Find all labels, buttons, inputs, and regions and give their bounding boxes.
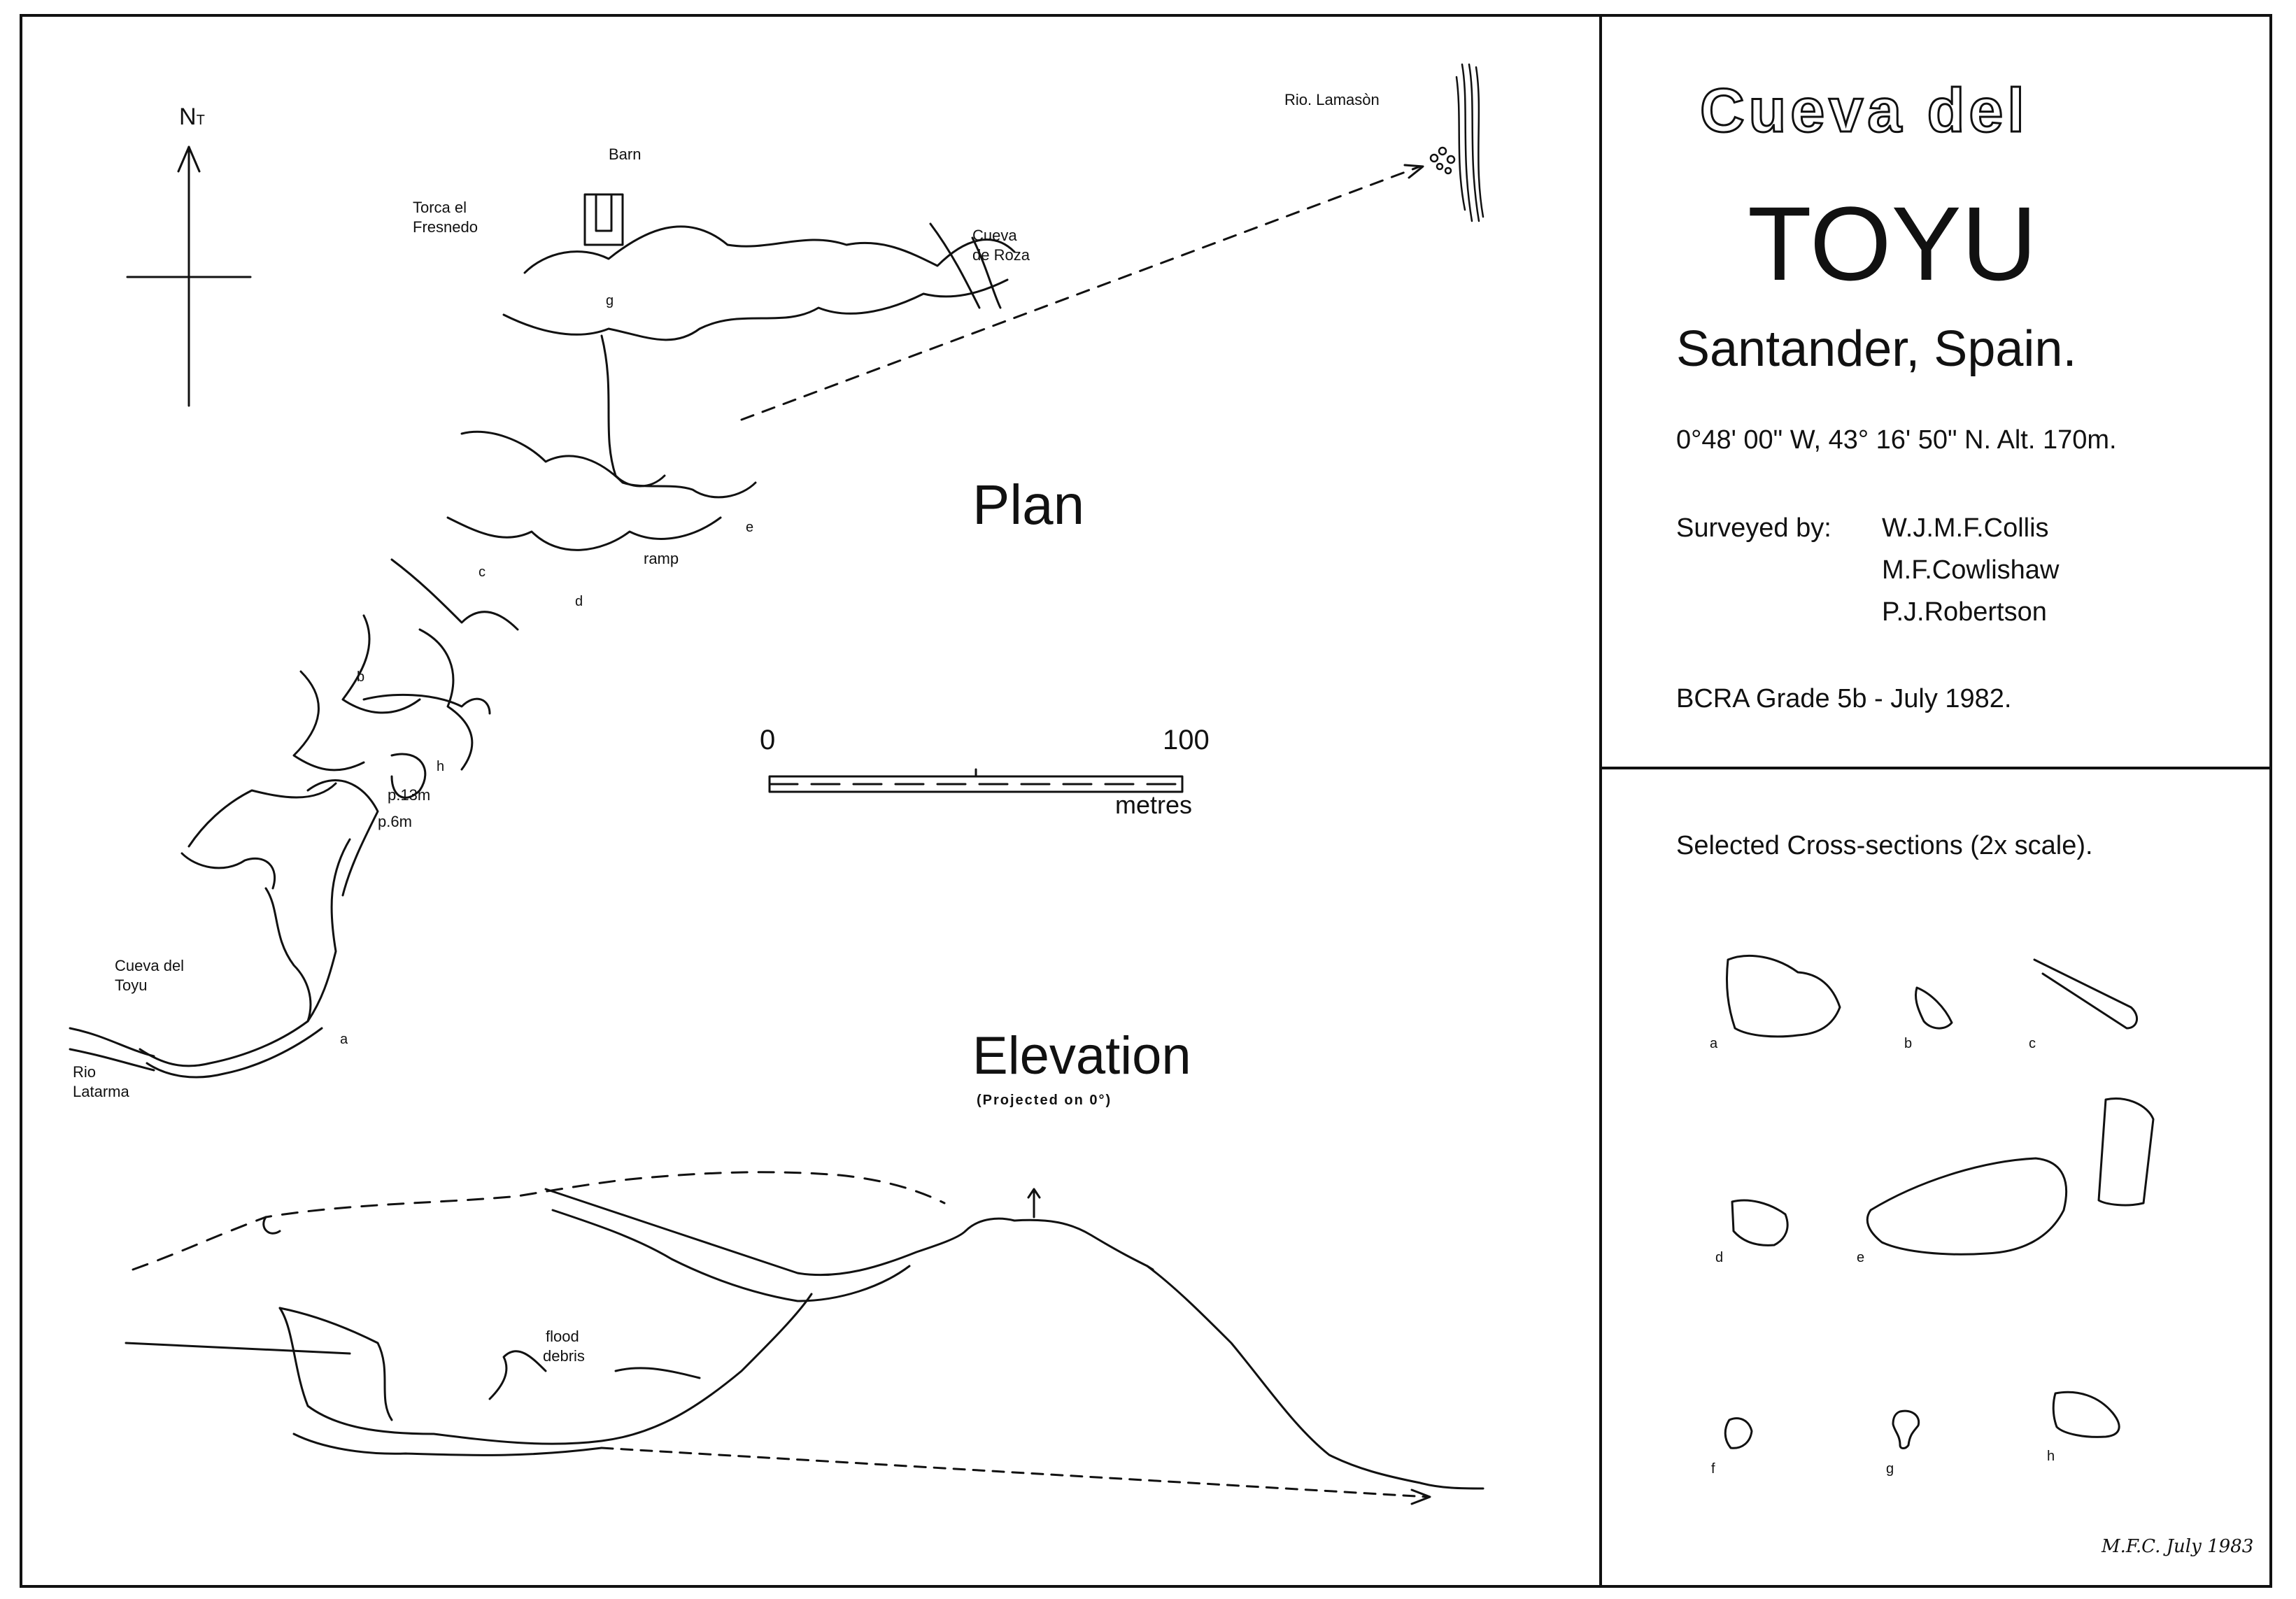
- cross-section-h: [2052, 1391, 2120, 1438]
- cross-section-e: [1866, 1157, 2068, 1256]
- elevation-title: Elevation: [972, 1026, 1191, 1086]
- scale-bar-start: 0: [760, 725, 776, 755]
- section-mark-e: e: [746, 520, 754, 535]
- section-mark-d: d: [575, 594, 583, 609]
- elevation-dashed-connection: [600, 1447, 1429, 1498]
- cross-section-label-a: a: [1710, 1036, 1718, 1051]
- label-rio-lamason: Rio. Lamasòn: [1284, 91, 1380, 108]
- cave-elevation-passages: [125, 1188, 967, 1456]
- cross-section-label-g: g: [1886, 1461, 1894, 1477]
- grade-date: BCRA Grade 5b - July 1982.: [1676, 684, 2012, 713]
- cross-section-b: [1914, 986, 1953, 1030]
- cross-sections-heading: Selected Cross-sections (2x scale).: [1676, 831, 2093, 860]
- surveyor-2: M.F.Cowlishaw: [1882, 555, 2060, 585]
- section-mark-g: g: [606, 293, 614, 308]
- label-ramp: ramp: [644, 550, 679, 567]
- main-title: TOYU: [1748, 185, 2037, 302]
- plan-dashed-connection: [740, 165, 1422, 421]
- coordinates: 0°48' 00" W, 43° 16' 50" N. Alt. 170m.: [1676, 425, 2117, 455]
- cross-section-a: [1725, 955, 1841, 1038]
- section-mark-h: h: [437, 759, 445, 774]
- map-frame: [20, 14, 2272, 1588]
- cross-section-c: [2033, 958, 2138, 1030]
- label-p6: p.6m: [378, 813, 412, 830]
- label-cueva-toyu-2: Toyu: [115, 976, 148, 994]
- cross-section-shapes: [1724, 955, 2155, 1449]
- cross-section-d: [1731, 1199, 1789, 1246]
- section-mark-a: a: [340, 1032, 348, 1047]
- label-rio-latarma-2: Latarma: [73, 1083, 129, 1100]
- elevation-surface-dashed: [132, 1171, 946, 1271]
- label-cueva-roza-1: Cueva: [972, 227, 1017, 244]
- cross-section-label-b: b: [1904, 1036, 1913, 1051]
- plan-title: Plan: [972, 474, 1085, 536]
- barn-outline: [583, 193, 624, 246]
- panel-divider-horizontal: [1602, 767, 2272, 769]
- section-mark-b: b: [357, 669, 365, 685]
- north-arrow-icon: [126, 145, 252, 407]
- scale-bar: [768, 768, 1184, 793]
- cross-section-label-h: h: [2047, 1449, 2055, 1464]
- title-outline-text: Cueva del: [1700, 76, 2029, 145]
- label-rio-latarma-1: Rio: [73, 1063, 97, 1081]
- cross-section-f: [1724, 1417, 1753, 1449]
- label-barn: Barn: [609, 145, 642, 163]
- cave-plan-passages: [69, 222, 1016, 1079]
- label-debris: debris: [543, 1347, 585, 1365]
- label-p13: p.13m: [388, 786, 431, 804]
- cross-section-label-f: f: [1711, 1461, 1715, 1477]
- surveyor-3: P.J.Robertson: [1882, 597, 2047, 627]
- surveyed-by-label: Surveyed by:: [1676, 513, 1831, 543]
- cross-section-label-d: d: [1715, 1250, 1724, 1265]
- label-cueva-roza-2: de Roza: [972, 246, 1030, 264]
- label-flood: flood: [546, 1328, 579, 1345]
- panel-divider-vertical: [1599, 14, 1602, 1588]
- surveyor-1: W.J.M.F.Collis: [1882, 513, 2049, 543]
- label-torca-2: Fresnedo: [413, 218, 478, 236]
- scale-bar-end: 100: [1163, 725, 1210, 755]
- north-label: NT: [179, 104, 205, 130]
- cross-section-g: [1892, 1409, 1920, 1449]
- section-mark-c: c: [479, 564, 486, 580]
- cross-section-f-upper: [2097, 1097, 2155, 1207]
- label-cueva-toyu-1: Cueva del: [115, 957, 185, 974]
- elevation-subtitle: (Projected on 0°): [977, 1093, 1112, 1108]
- label-torca-1: Torca el: [413, 199, 467, 216]
- signature: M.F.C. July 1983: [2102, 1536, 2254, 1557]
- location-title: Santander, Spain.: [1676, 321, 2077, 377]
- cross-section-label-c: c: [2029, 1036, 2036, 1051]
- elevation-hill-profile: [964, 1217, 1484, 1490]
- cross-section-label-e: e: [1857, 1250, 1865, 1265]
- scale-bar-unit: metres: [1115, 790, 1193, 819]
- river-lamason-icon: [1429, 63, 1484, 222]
